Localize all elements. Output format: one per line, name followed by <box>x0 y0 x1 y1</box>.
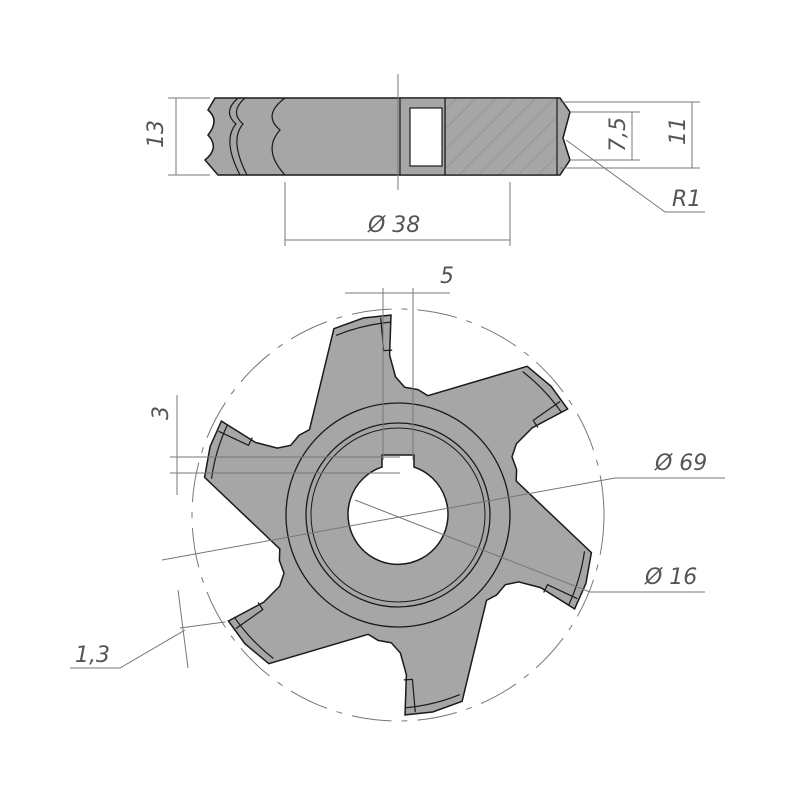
hub-circle <box>285 402 511 628</box>
carbide-insert-edge <box>233 616 274 659</box>
carbide-insert-edge <box>210 424 229 479</box>
dim-d16: Ø 16 <box>644 565 697 590</box>
hub-inner-circle <box>305 422 491 608</box>
dim-13: 13 <box>144 120 169 148</box>
carbide-insert-edge <box>335 321 392 336</box>
outer-diameter-circle <box>191 308 605 722</box>
carbide-insert-edge <box>404 694 461 709</box>
dim-3: 3 <box>149 406 174 420</box>
front-view: 5 3 Ø 69 Ø 16 1,3 <box>70 264 725 722</box>
carbide-insert <box>380 317 393 352</box>
dim-5: 5 <box>440 264 454 289</box>
dim-d38: Ø 38 <box>367 213 420 238</box>
carbide-insert <box>403 678 416 713</box>
section-hatch <box>444 97 558 176</box>
side-view: 13 7,5 11 R1 Ø 38 <box>144 74 705 246</box>
carbide-insert <box>235 602 264 630</box>
dim-r1: R1 <box>672 187 701 212</box>
profile-line <box>271 97 286 176</box>
profile-line <box>235 97 248 176</box>
profile-line <box>228 97 241 176</box>
dim-1-3: 1,3 <box>75 643 110 668</box>
carbide-insert <box>543 583 578 600</box>
carbide-insert <box>532 400 561 428</box>
carbide-insert <box>218 430 253 447</box>
carbide-insert-edge <box>522 371 563 414</box>
carbide-insert-edge <box>567 551 586 606</box>
dim-d69: Ø 69 <box>654 451 707 476</box>
dim-7-5: 7,5 <box>606 117 631 152</box>
dim-11: 11 <box>666 117 691 145</box>
hub-inner-circle <box>310 427 486 603</box>
bore-with-keyway <box>347 454 449 566</box>
bore-slot <box>409 107 443 167</box>
